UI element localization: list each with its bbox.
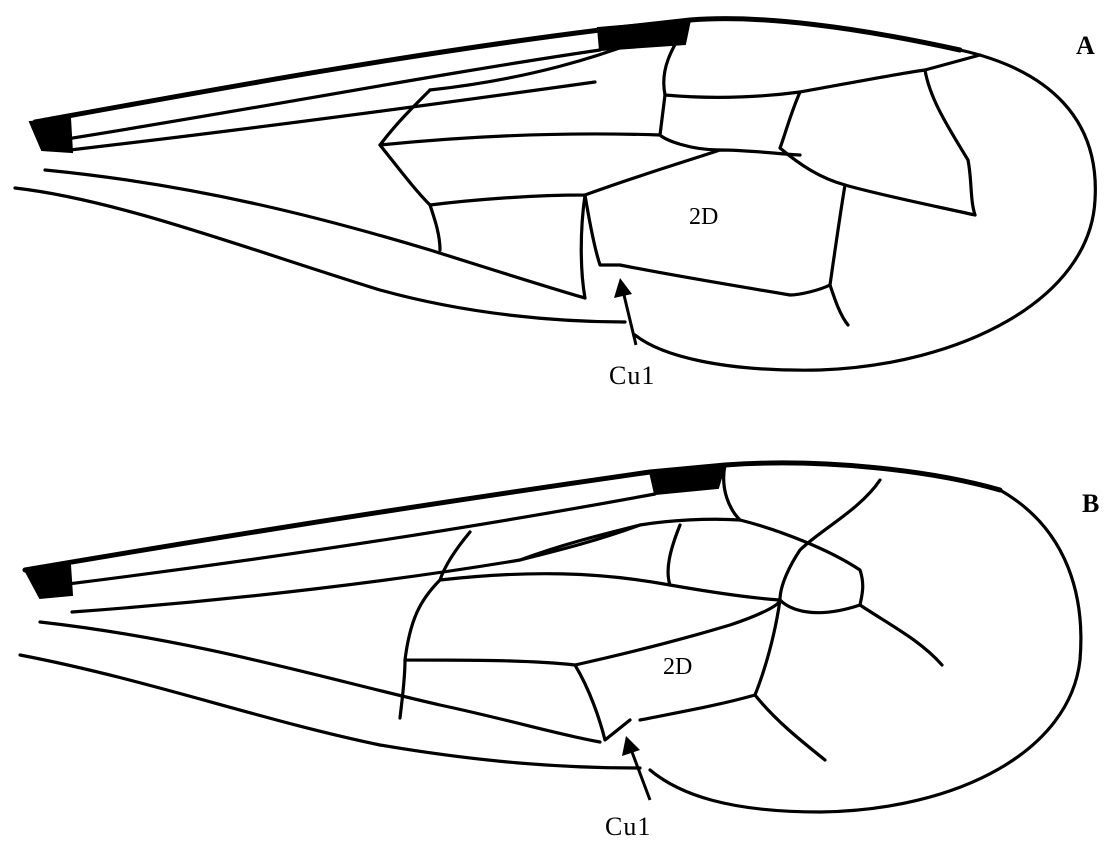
wing-a-radius [60,50,600,140]
wing-b-vein-12 [755,695,825,760]
wing-a-vein-11 [620,185,845,295]
wing-b-vein-13 [520,525,640,560]
wing-b-outer-margin [650,490,1081,812]
wing-a-vein-4 [380,145,800,205]
wing-a-cu1-arrow [614,278,636,345]
wing-b-vein-10 [575,665,630,740]
wing-b-vein-3 [400,660,405,718]
wing-b-vein-7 [780,480,880,600]
wing-a-subcosta [70,82,595,150]
wing-b-costa [25,463,1000,570]
wing-b-vein-1 [440,532,670,585]
wing-b-cell-2d-label: 2D [663,654,692,680]
wing-b: 2D B Cu1 [20,463,1099,841]
wing-a: 2D A Cu1 [15,19,1095,390]
wing-a-posterior-margin-2 [45,170,585,298]
wing-a-vein-2 [380,90,665,145]
wing-a-vein-7 [925,70,975,215]
wing-b-vein-5 [640,519,863,605]
wing-a-vein-9 [585,195,620,265]
wing-b-cu1-label: Cu1 [605,812,651,841]
wing-b-posterior-margin-2 [40,622,600,742]
wing-a-vein-1 [664,20,980,97]
wing-a-cell-2d-label: 2D [689,204,718,230]
wing-a-vein-12 [830,285,848,325]
wing-b-radius [60,494,655,585]
wing-a-posterior-margin-1 [15,188,625,322]
panel-label-b: B [1082,489,1099,518]
wing-a-costa [35,19,960,122]
wing-a-vein-10 [581,195,585,298]
panel-label-a: A [1076,31,1095,60]
wing-b-posterior-margin-1 [20,655,640,768]
wing-b-vein-4 [668,525,860,613]
wing-a-vein-6 [780,92,975,215]
wing-b-vein-6 [724,465,740,520]
wing-b-subcosta [72,525,640,612]
wing-a-vein-8 [430,205,440,250]
wing-a-cu1-label: Cu1 [609,361,655,390]
wing-b-vein-8 [860,605,942,665]
wing-a-vein-5 [660,135,720,150]
wing-b-vein-2 [405,580,575,665]
